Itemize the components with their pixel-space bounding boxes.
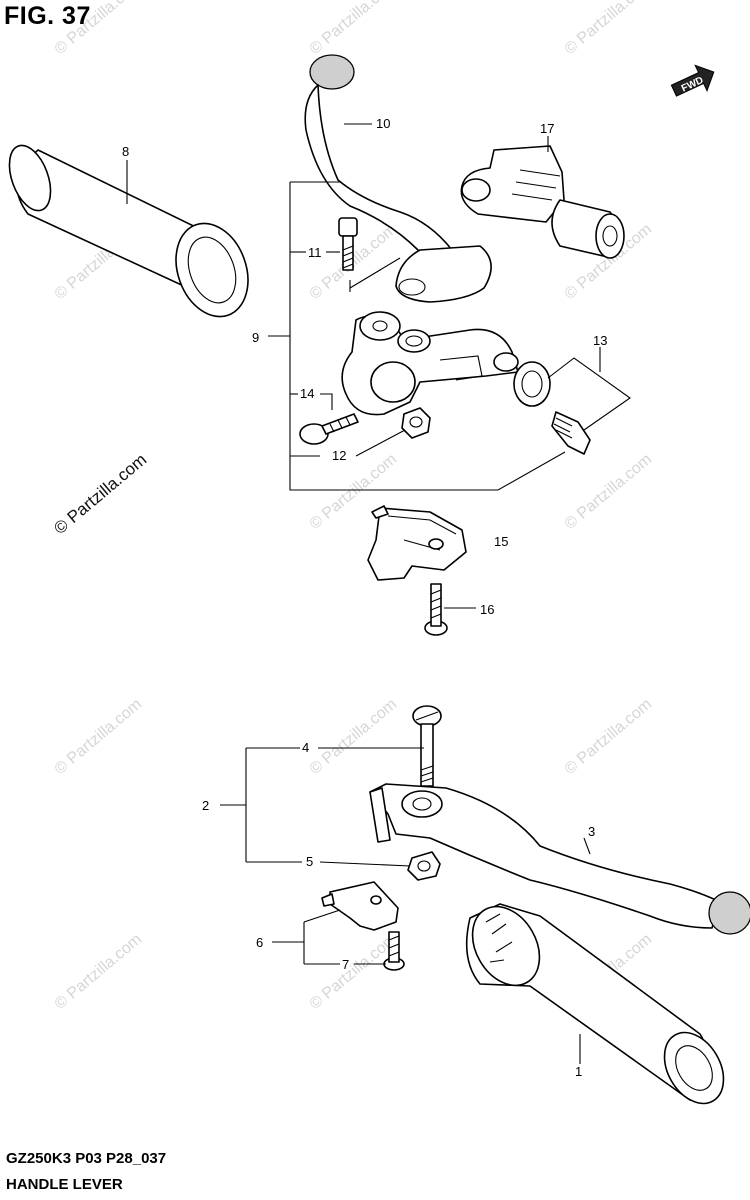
part-3-brake-lever	[369, 783, 750, 935]
part-10-clutch-lever	[304, 54, 492, 303]
watermark: © Partzilla.com	[562, 0, 656, 58]
figure-title: FIG. 37	[4, 2, 91, 30]
section-name: HANDLE LEVER	[6, 1176, 123, 1193]
watermark: © Partzilla.com	[307, 0, 401, 58]
callout-5: 5	[306, 854, 313, 869]
watermark: © Partzilla.com	[307, 696, 401, 778]
part-17-switch	[460, 136, 625, 259]
watermark: © Partzilla.com	[52, 0, 146, 58]
part-1-throttle-grip	[465, 903, 725, 1105]
part-8-left-grip	[8, 144, 249, 318]
watermark: © Partzilla.com	[307, 931, 401, 1013]
lower-group-leaders	[220, 747, 591, 965]
callout-12: 12	[332, 448, 346, 463]
fwd-label: FWD	[680, 75, 705, 95]
part-5-nut	[407, 851, 441, 881]
model-code: GZ250K3 P03 P28_037	[6, 1150, 167, 1167]
watermark: © Partzilla.com	[52, 931, 146, 1013]
watermark: © Partzilla.com	[562, 451, 656, 533]
lever-holder	[341, 311, 519, 416]
callout-11: 11	[308, 245, 322, 260]
part-6-brake-switch	[321, 881, 399, 931]
fwd-arrow-icon: FWD	[670, 64, 715, 97]
part-4-pivot-bolt	[412, 705, 442, 787]
callout-2: 2	[202, 798, 209, 813]
callout-1: 1	[575, 1064, 582, 1079]
callout-13: 13	[593, 333, 607, 348]
callout-10: 10	[376, 116, 390, 131]
callout-labels: 1 2 3 4 5 6 7 8 9 10 11 12 13 14 15 16 1…	[122, 116, 607, 1079]
callout-4: 4	[302, 740, 309, 755]
callout-8: 8	[122, 144, 129, 159]
part-9-bracket	[268, 181, 566, 491]
callout-3: 3	[588, 824, 595, 839]
callout-6: 6	[256, 935, 263, 950]
callout-9: 9	[252, 330, 259, 345]
callout-17: 17	[540, 121, 554, 136]
watermark-dark: © Partzilla.com	[50, 450, 150, 538]
part-11-pivot-bolt	[338, 217, 358, 271]
watermark: © Partzilla.com	[52, 696, 146, 778]
part-13-adjuster	[513, 347, 631, 455]
callout-16: 16	[480, 602, 494, 617]
part-16-screw	[424, 583, 476, 636]
part-7-screw	[383, 931, 405, 971]
watermark: © Partzilla.com	[562, 696, 656, 778]
part-15-clutch-switch	[367, 505, 467, 581]
callout-14: 14	[300, 386, 314, 401]
part-12-nut	[401, 407, 431, 439]
part-14-bolt	[299, 413, 359, 445]
callout-7: 7	[342, 957, 349, 972]
callout-15: 15	[494, 534, 508, 549]
